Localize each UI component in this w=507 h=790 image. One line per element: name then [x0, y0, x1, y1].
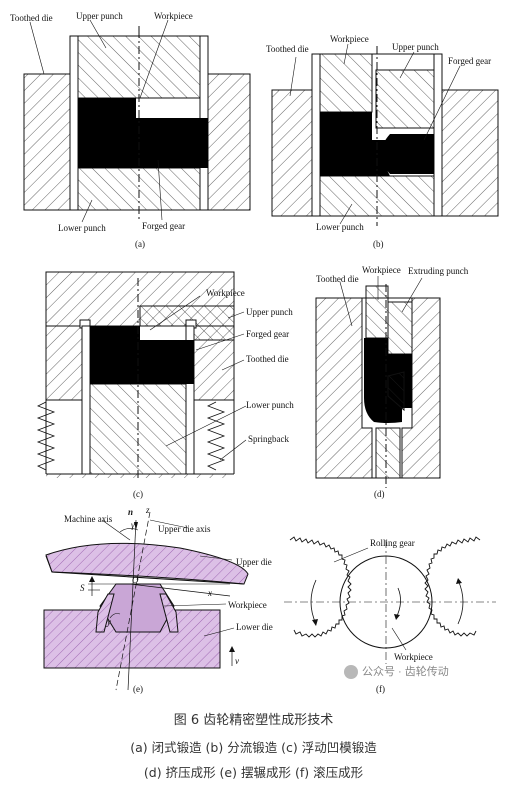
label-upper-punch: Upper punch: [246, 307, 293, 317]
label-lower-punch: Lower punch: [316, 222, 364, 232]
label-workpiece: Workpiece: [206, 288, 245, 298]
label-toothed-die: Toothed die: [266, 44, 309, 54]
label-workpiece: Workpiece: [330, 34, 369, 44]
label-machine-axis: Machine axis: [64, 514, 113, 524]
panel-e: Machine axis Upper die axis Upper die Wo…: [43, 505, 273, 694]
caption-a: (a): [135, 239, 145, 249]
caption-f: (f): [376, 684, 385, 694]
rolling-gear-left: [289, 536, 352, 638]
label-upper-die: Upper die: [236, 557, 272, 567]
label-forged-gear: Forged gear: [142, 221, 185, 231]
spring-right: [206, 401, 226, 471]
symbol-gamma: γ: [131, 520, 135, 530]
label-upper-punch: Upper punch: [392, 42, 439, 52]
wechat-icon: [344, 665, 358, 680]
workpiece: [90, 326, 194, 384]
label-workpiece: Workpiece: [362, 265, 401, 275]
symbol-o: O: [132, 575, 139, 585]
panel-f: Rolling gear Workpiece (f): [284, 536, 496, 694]
panel-a: Toothed die Upper punch Workpiece Lower …: [10, 11, 251, 249]
figure-caption: 图 6 齿轮精密塑性成形技术: [173, 713, 334, 728]
label-upper-punch: Upper punch: [76, 11, 123, 21]
label-springback: Springback: [248, 434, 289, 444]
label-lower-punch: Lower punch: [58, 223, 106, 233]
caption-b: (b): [373, 239, 384, 249]
symbol-v: v: [235, 656, 239, 666]
label-toothed-die: Toothed die: [316, 274, 359, 284]
subcaption-line-2: (d) 挤压成形 (e) 摆辗成形 (f) 滚压成形: [143, 765, 364, 780]
panel-d: Toothed die Workpiece Extruding punch (d…: [315, 265, 469, 499]
label-extruding-punch: Extruding punch: [408, 266, 469, 276]
subcaption-line-1: (a) 闭式锻造 (b) 分流锻造 (c) 浮动凹模锻造: [130, 740, 377, 755]
caption-e: (e): [133, 684, 143, 694]
symbol-z: z: [145, 505, 150, 515]
upper-die: [45, 542, 249, 585]
symbol-s: S: [80, 583, 85, 593]
label-forged-gear: Forged gear: [448, 56, 491, 66]
label-rolling-gear: Rolling gear: [370, 538, 415, 548]
label-upper-die-axis: Upper die axis: [158, 524, 211, 534]
symbol-x: x: [207, 588, 212, 598]
panel-b: Toothed die Workpiece Upper punch Forged…: [266, 34, 499, 249]
label-lower-die: Lower die: [236, 622, 273, 632]
label-workpiece: Workpiece: [228, 600, 267, 610]
label-forged-gear: Forged gear: [246, 329, 289, 339]
label-workpiece: Workpiece: [394, 652, 433, 662]
workpiece: [320, 112, 372, 176]
label-workpiece: Workpiece: [154, 11, 193, 21]
label-lower-punch: Lower punch: [246, 400, 294, 410]
workpiece: [78, 98, 208, 168]
watermark: 公众号 · 齿轮传动: [344, 663, 449, 680]
panel-c: Workpiece Upper punch Forged gear Toothe…: [36, 271, 294, 499]
watermark-text: 公众号 · 齿轮传动: [362, 666, 449, 678]
symbol-y: y: [106, 617, 111, 627]
rolling-gear-right: [424, 536, 481, 637]
workpiece: [99, 583, 175, 633]
symbol-n: n: [128, 507, 133, 517]
caption-d: (d): [374, 489, 385, 499]
caption-c: (c): [133, 489, 143, 499]
label-toothed-die: Toothed die: [10, 13, 53, 23]
figure-canvas: Toothed die Upper punch Workpiece Lower …: [10, 11, 499, 694]
spring-left: [36, 401, 56, 471]
label-toothed-die: Toothed die: [246, 354, 289, 364]
